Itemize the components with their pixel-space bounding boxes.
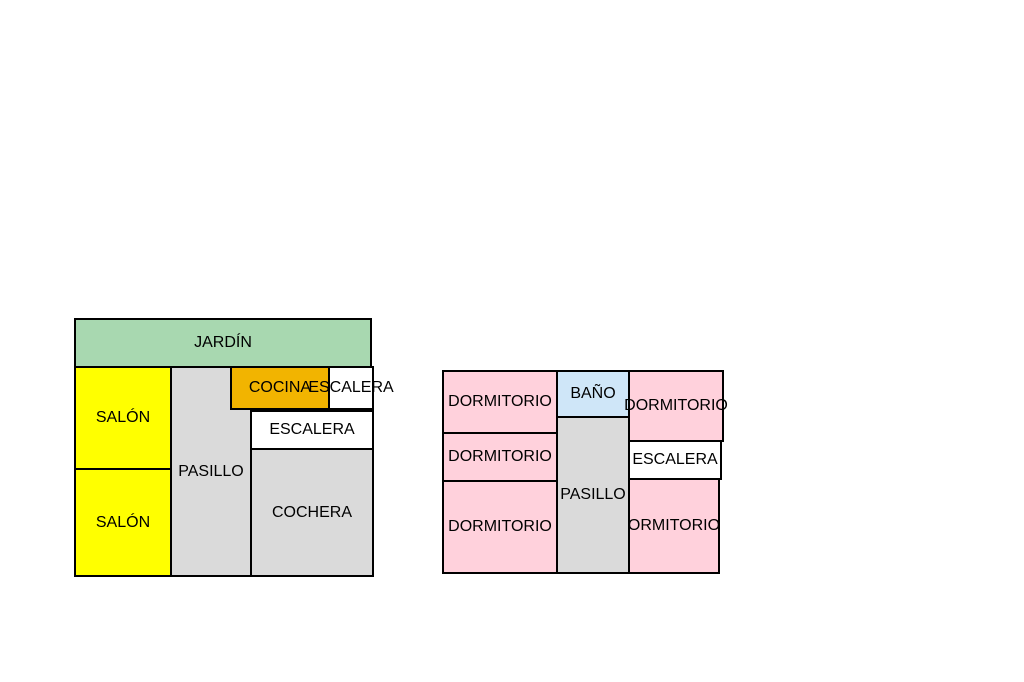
- room-label-dormitorio-1: DORMITORIO: [448, 393, 552, 410]
- room-dormitorio-4: DORMITORIO: [624, 370, 728, 442]
- room-label-cocina: COCINA: [248, 379, 312, 396]
- room-salon-bottom: SALÓN: [74, 468, 172, 577]
- room-jardin: JARDÍN: [74, 318, 372, 368]
- room-cochera: COCHERA: [250, 448, 374, 577]
- room-dormitorio-3: DORMITORIO: [442, 480, 558, 574]
- room-escalera-upper: ESCALERA: [628, 440, 722, 480]
- room-pasillo-upper: PASILLO: [556, 416, 630, 574]
- room-label-salon-top: SALÓN: [95, 409, 151, 426]
- room-label-dormitorio-2: DORMITORIO: [448, 448, 552, 465]
- room-dormitorio-5: ORMITORIO: [628, 478, 720, 574]
- room-label-pasillo-upper: PASILLO: [560, 486, 626, 503]
- room-label-dormitorio-5: ORMITORIO: [627, 517, 721, 534]
- room-label-escalera-upper: ESCALERA: [632, 451, 718, 468]
- room-dormitorio-2: DORMITORIO: [442, 432, 558, 482]
- room-label-cochera: COCHERA: [271, 503, 352, 521]
- room-escalera-top: ESCALERA: [308, 366, 394, 410]
- room-label-salon-bottom: SALÓN: [95, 513, 151, 531]
- room-dormitorio-1: DORMITORIO: [442, 370, 558, 434]
- room-label-jardin: JARDÍN: [194, 334, 252, 351]
- room-label-escalera-mid: ESCALERA: [269, 421, 355, 438]
- room-label-dormitorio-4: DORMITORIO: [624, 397, 728, 414]
- room-escalera-mid: ESCALERA: [250, 410, 374, 450]
- room-bano: BAÑO: [556, 370, 630, 418]
- room-cocina: COCINA: [230, 366, 330, 410]
- room-label-bano: BAÑO: [570, 385, 616, 402]
- room-label-pasillo-ground: PASILLO: [178, 462, 244, 480]
- room-label-escalera-top: ESCALERA: [308, 379, 394, 396]
- room-label-dormitorio-3: DORMITORIO: [448, 518, 552, 535]
